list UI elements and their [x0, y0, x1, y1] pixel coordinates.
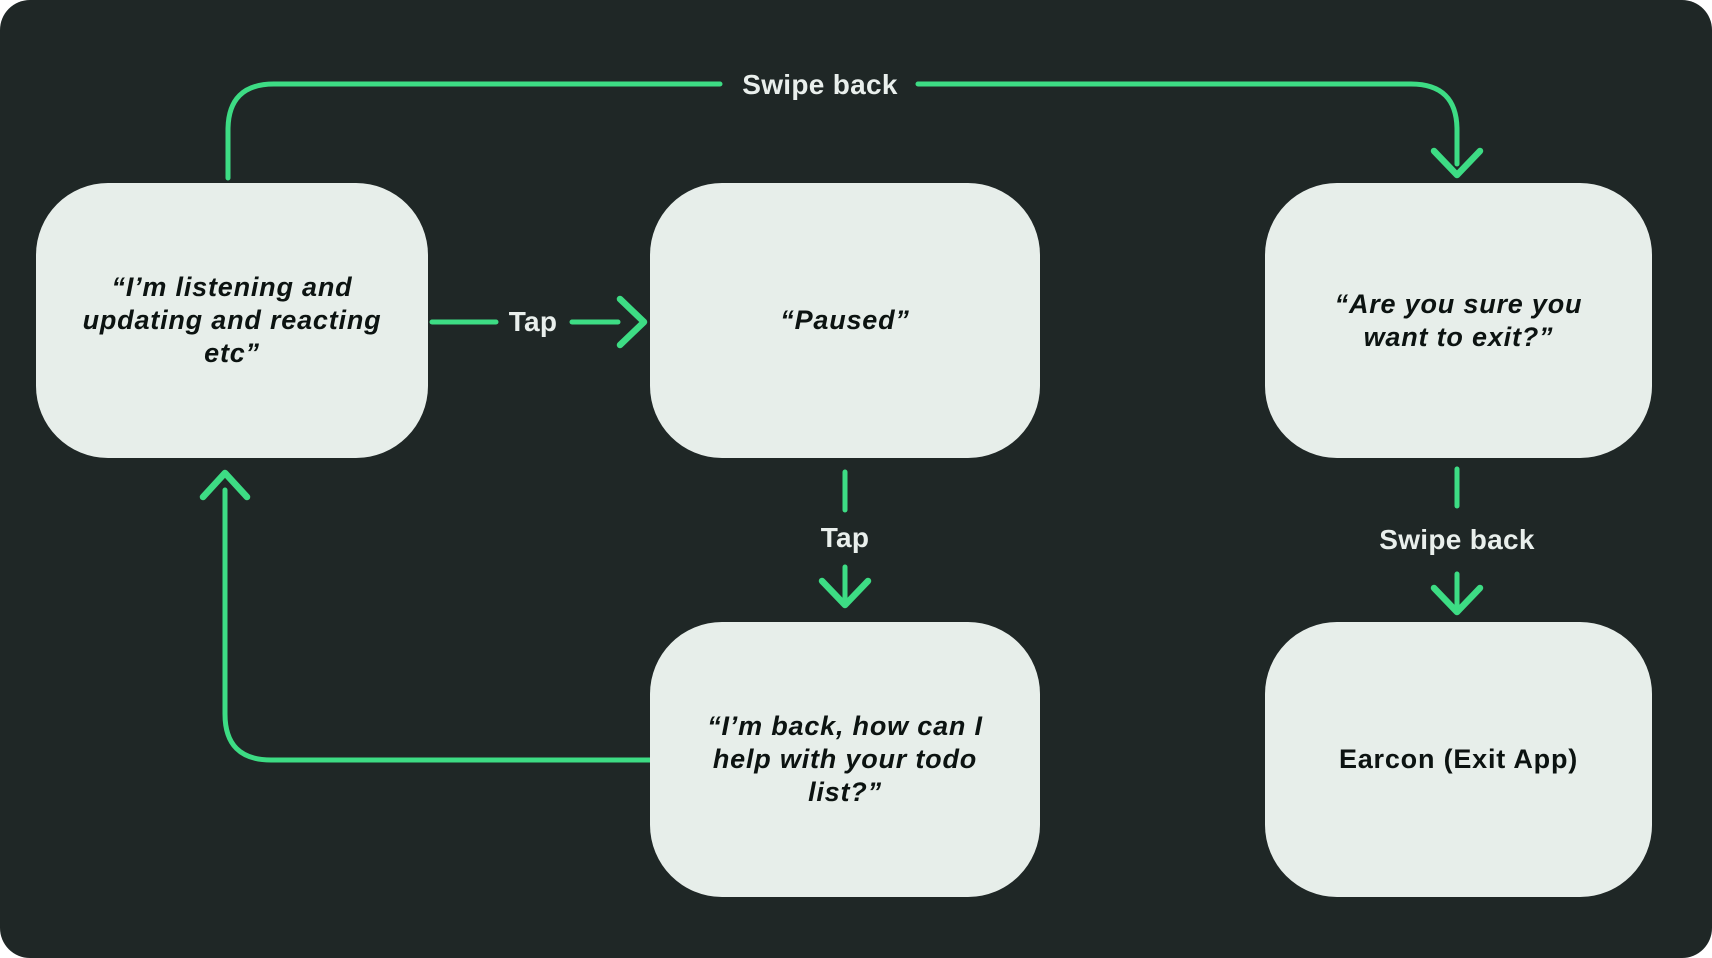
arrowhead-return-loop [199, 469, 251, 501]
node-listening-label: “I’m listening and updating and reacting… [83, 271, 382, 370]
node-earcon-line-1: Earcon (Exit App) [1338, 744, 1579, 774]
edge-label-swipe-back-down: Swipe back [1379, 524, 1535, 555]
node-back-line-1: “I’m back, how can I [707, 711, 983, 741]
node-listening-line-1: “I’m listening and [111, 272, 353, 302]
arrowhead-swipe-back-top [1430, 147, 1484, 179]
arrow-swipe-back-top-right [915, 81, 1460, 167]
arrowhead-swipe-back-down [1430, 584, 1484, 616]
arrowhead-tap-down [818, 577, 872, 609]
node-back-label: “I’m back, how can I help with your todo… [707, 710, 983, 809]
arrow-return-loop [222, 487, 653, 763]
node-paused-label: “Paused” [780, 304, 909, 337]
node-listening-line-2: updating and reacting [82, 305, 382, 335]
node-back: “I’m back, how can I help with your todo… [650, 622, 1040, 897]
node-paused-line-1: “Paused” [780, 305, 910, 335]
node-listening-line-3: etc” [204, 338, 260, 368]
node-paused: “Paused” [650, 183, 1040, 458]
edge-label-tap-down: Tap [820, 522, 870, 553]
arrow-swipe-back-top-left [225, 81, 723, 181]
node-exit-confirm-line-1: “Are you sure you [1334, 288, 1583, 319]
edge-label-swipe-back-top: Swipe back [742, 69, 898, 100]
node-exit-confirm: “Are you sure you want to exit?” [1265, 183, 1652, 458]
node-earcon: Earcon (Exit App) [1265, 622, 1652, 897]
node-exit-confirm-label: “Are you sure you want to exit?” [1335, 288, 1583, 354]
edge-label-tap-right: Tap [508, 306, 558, 337]
node-listening: “I’m listening and updating and reacting… [36, 183, 428, 458]
arrowhead-tap-right [616, 295, 648, 349]
node-exit-confirm-line-2: want to exit?” [1363, 321, 1554, 352]
node-back-line-2: help with your todo [712, 744, 978, 774]
node-back-line-3: list?” [808, 777, 882, 807]
node-earcon-label: Earcon (Exit App) [1339, 743, 1578, 776]
